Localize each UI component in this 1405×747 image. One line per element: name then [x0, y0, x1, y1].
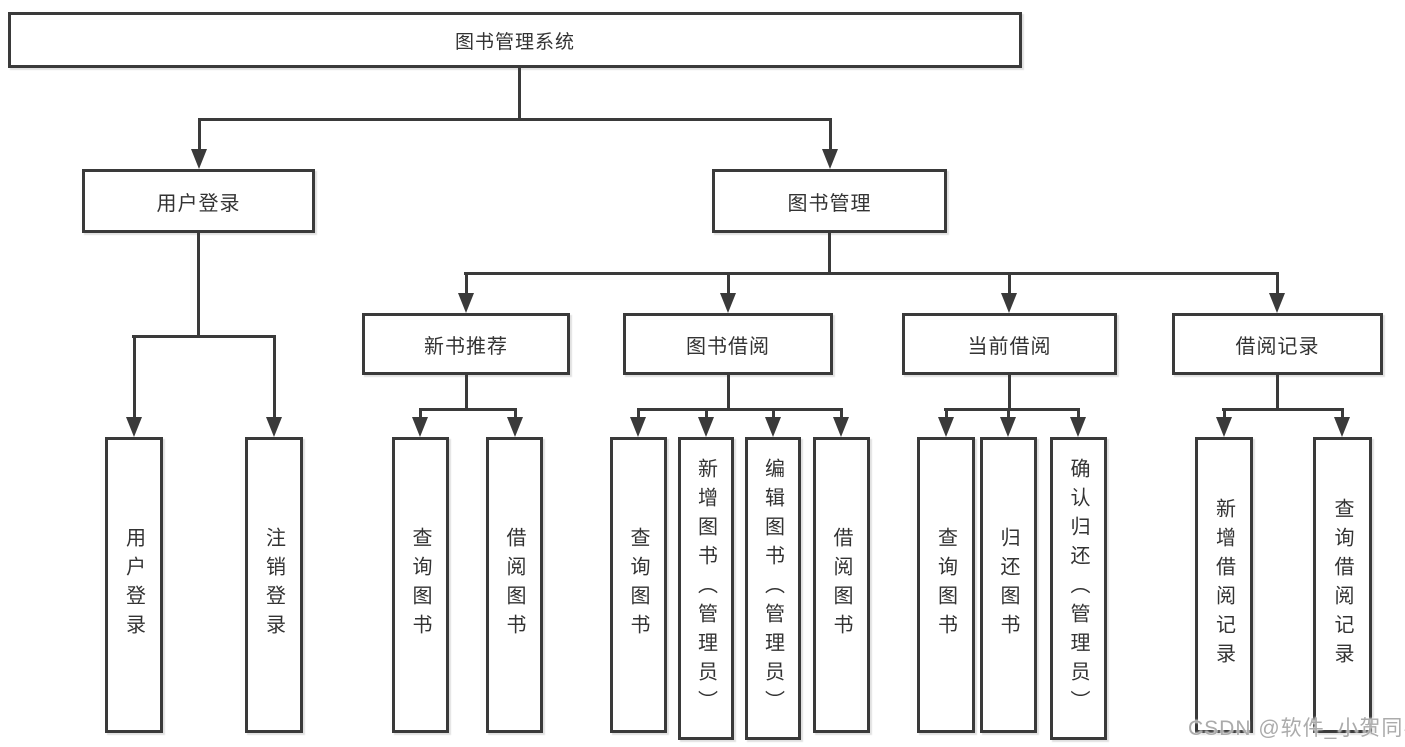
connector-book-borrowing-rail: [637, 408, 843, 411]
leaf-logout: 注销登录: [245, 437, 303, 733]
connector-borrowing-records-stem: [1276, 375, 1279, 411]
node-library-management-system: 图书管理系统: [8, 12, 1022, 68]
leaf-query-books-current: 查询图书: [917, 437, 975, 733]
leaf-add-books-admin: 新增图书（管理员）: [678, 437, 734, 740]
leaf-query-books-borrowing: 查询图书: [610, 437, 667, 733]
connector-current-borrowing-stem: [1008, 375, 1011, 411]
leaf-user-login: 用户登录: [105, 437, 163, 733]
node-book-borrowing: 图书借阅: [623, 313, 833, 375]
connector-borrowing-records-rail: [1222, 408, 1344, 411]
connector-root-stem: [518, 68, 521, 121]
connector-user-login-rail: [132, 335, 276, 338]
connector-user-login-stem: [197, 233, 200, 338]
node-borrowing-records: 借阅记录: [1172, 313, 1383, 375]
connector-book-management-stem: [828, 233, 831, 275]
connector-book-borrowing-stem: [727, 375, 730, 411]
node-user-login: 用户登录: [82, 169, 315, 233]
leaf-add-borrow-record: 新增借阅记录: [1195, 437, 1253, 733]
connector-new-book-recommend-stem: [465, 375, 468, 411]
csdn-watermark: CSDN @软件_小贺同学: [1188, 717, 1405, 740]
leaf-borrow-books-recommend: 借阅图书: [486, 437, 543, 733]
leaf-query-borrow-record: 查询借阅记录: [1313, 437, 1372, 733]
connector-level1-rail: [198, 118, 830, 121]
node-current-borrowing: 当前借阅: [902, 313, 1117, 375]
leaf-query-books-recommend: 查询图书: [392, 437, 449, 733]
leaf-edit-books-admin: 编辑图书（管理员）: [745, 437, 801, 740]
connector-new-book-recommend-rail: [419, 408, 516, 411]
leaf-return-books: 归还图书: [980, 437, 1037, 733]
connector-current-borrowing-rail: [944, 408, 1080, 411]
connector-level2-rail: [464, 272, 1279, 275]
leaf-confirm-return-admin: 确认归还（管理员）: [1050, 437, 1107, 740]
node-new-book-recommend: 新书推荐: [362, 313, 570, 375]
node-book-management: 图书管理: [712, 169, 947, 233]
leaf-borrow-books-borrowing: 借阅图书: [813, 437, 870, 733]
